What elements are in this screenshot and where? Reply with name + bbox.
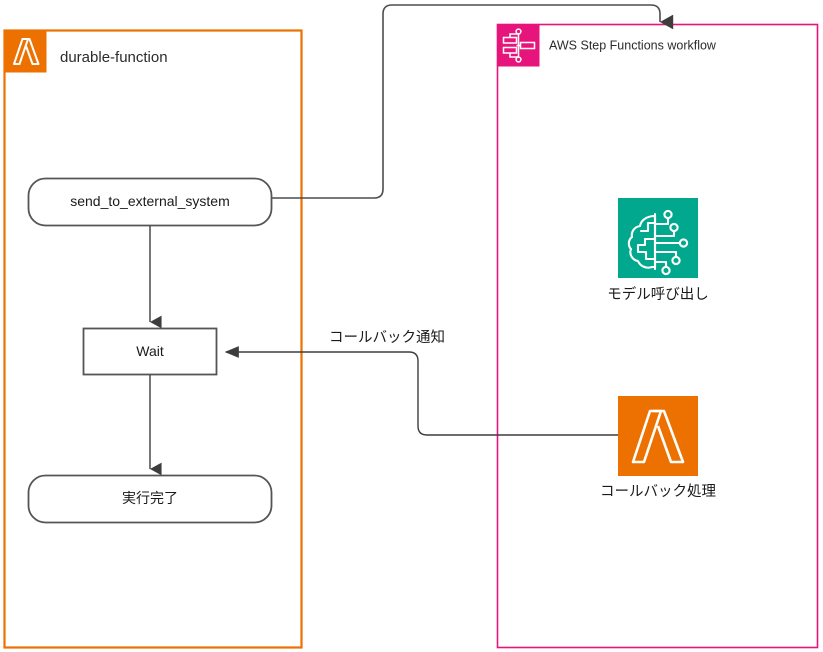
node-label-send-to-external-system: send_to_external_system [70,193,230,209]
machine-learning-brain-icon [627,209,689,276]
group-border-stepfunctions [496,23,819,649]
node-shape-wait [82,327,218,376]
group-title-stepfunctions: AWS Step Functions workflow [549,38,717,52]
node-wait[interactable]: Wait [82,327,218,376]
service-icon-model-invocation[interactable]: モデル呼び出し [607,198,709,303]
service-icon-caption-callback-handler: コールバック処理 [600,483,716,500]
aws-lambda-icon [4,30,47,73]
edge-start-to-workflow [272,4,674,199]
group-stepfunctions-workflow[interactable]: AWS Step Functions workflow [496,23,819,649]
edge-callback-notification: コールバック通知 [224,329,625,436]
aws-lambda-icon-background [618,396,698,476]
aws-lambda-icon [631,409,685,464]
node-label-wait: Wait [136,343,164,359]
aws-step-functions-icon [497,24,540,67]
edge-label-callback-notification: コールバック通知 [329,329,445,346]
node-send-to-external-system[interactable]: send_to_external_system [27,177,273,227]
group-title-durable-function: durable-function [60,49,168,66]
service-icon-caption-model-invocation: モデル呼び出し [607,285,709,303]
service-icon-callback-handler[interactable]: コールバック処理 [600,396,716,500]
node-shape-send-to-external-system [27,177,273,227]
node-execution-complete[interactable]: 実行完了 [27,474,273,524]
node-shape-execution-complete [27,474,273,524]
node-label-execution-complete: 実行完了 [122,490,178,506]
